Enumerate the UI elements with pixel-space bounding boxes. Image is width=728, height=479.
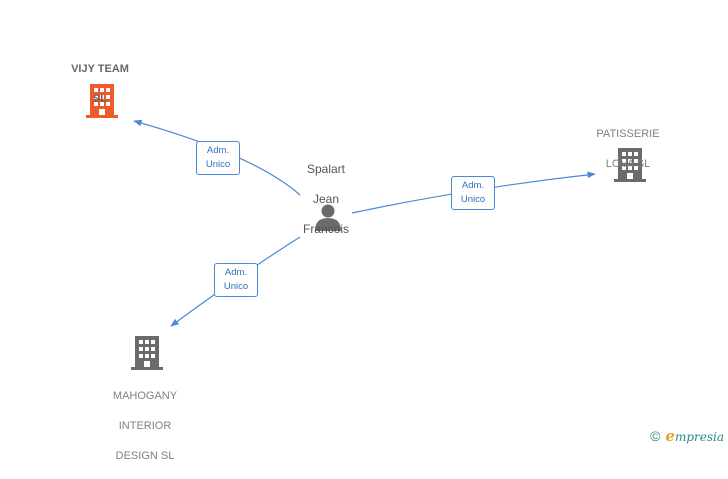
building-icon[interactable] <box>614 148 646 182</box>
person-name-line: Spalart <box>306 162 346 176</box>
company-name-line: MAHOGANY <box>112 390 178 402</box>
company-label-mahogany[interactable]: MAHOGANY INTERIOR DESIGN SL <box>92 374 198 479</box>
brand-logo[interactable]: empresia <box>665 427 724 445</box>
company-label-vijy-team[interactable]: VIJY TEAM SL <box>50 47 150 122</box>
company-name-line: LOVA SL <box>605 158 651 170</box>
company-name-line: INTERIOR <box>118 420 172 432</box>
person-name-line: Jean <box>312 192 340 206</box>
copyright-icon: © <box>650 428 661 444</box>
role-line: Adm. <box>206 145 230 156</box>
edge-label-role[interactable]: Adm. Unico <box>451 176 495 210</box>
edge-label-role[interactable]: Adm. Unico <box>214 263 258 297</box>
company-name-line: SL <box>92 93 108 105</box>
role-line: Unico <box>205 159 231 170</box>
company-name-line: PATISSERIE <box>596 128 660 140</box>
brand-name: mpresia <box>674 430 724 444</box>
person-icon[interactable] <box>315 204 341 232</box>
role-line: Unico <box>223 281 249 292</box>
edge-label-role[interactable]: Adm. Unico <box>196 141 240 175</box>
company-label-patisserie-lova[interactable]: PATISSERIE LOVA SL <box>578 112 678 187</box>
role-line: Adm. <box>224 267 248 278</box>
role-line: Unico <box>460 194 486 205</box>
company-name-line: VIJY TEAM <box>71 63 129 75</box>
relationship-graph <box>86 84 646 370</box>
copyright-notice: © empresia <box>650 427 724 445</box>
brand-initial: e <box>665 427 675 445</box>
person-label-spalart[interactable]: Spalart Jean Francois <box>286 147 366 252</box>
person-name-line: Francois <box>302 222 349 236</box>
building-icon[interactable] <box>131 336 163 370</box>
company-name-line: DESIGN SL <box>115 450 175 462</box>
role-line: Adm. <box>461 180 485 191</box>
building-icon[interactable] <box>86 84 118 118</box>
